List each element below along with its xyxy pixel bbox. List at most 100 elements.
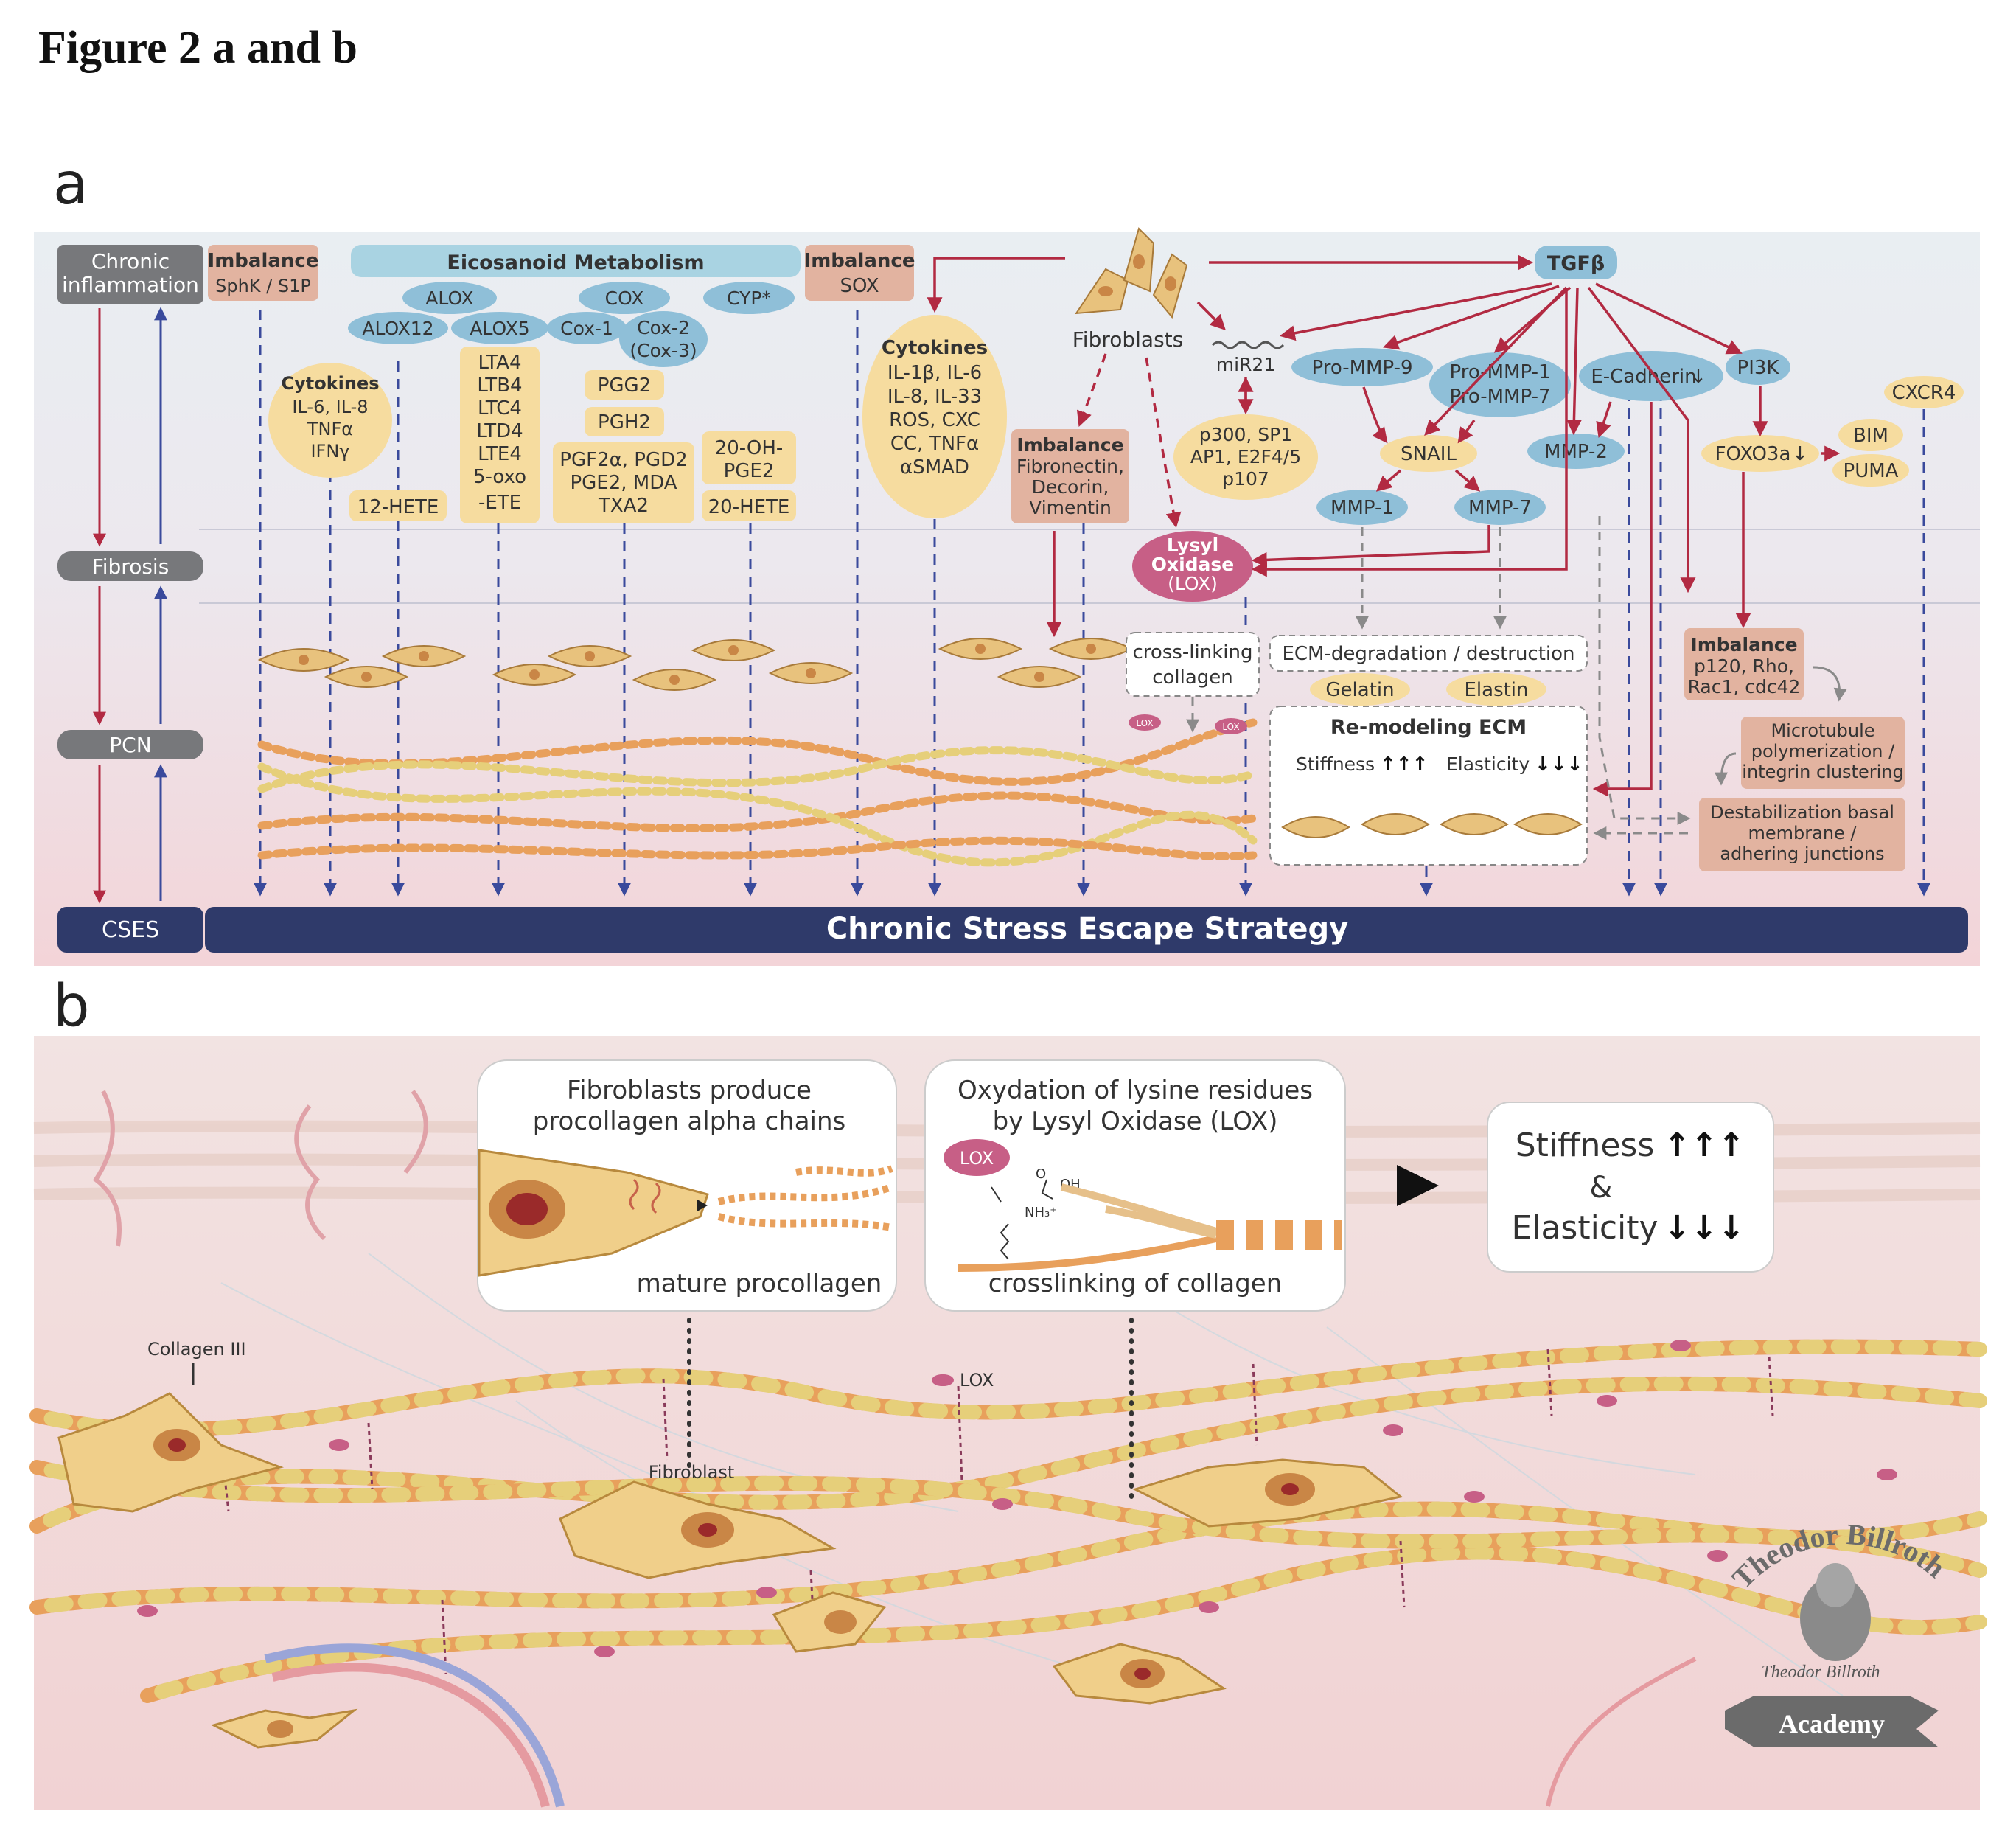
- pro-mmp1-line-2: Pro-MMP-7: [1449, 386, 1550, 408]
- gelatin-label: Gelatin: [1325, 679, 1394, 701]
- pgh2-box: [585, 407, 664, 436]
- snail-node: [1380, 435, 1477, 472]
- crosslinking-line-2: collagen: [1152, 667, 1233, 689]
- pgf-line-2: PGE2, MDA: [570, 472, 677, 494]
- tgfb-label: TGFβ: [1547, 252, 1605, 275]
- imbalance-sox-box: [805, 245, 914, 301]
- level-pcn-label: PCN: [109, 733, 151, 757]
- cses-dashed-arrows: [254, 310, 1930, 897]
- fibrosis-nuclei: [299, 644, 1096, 685]
- alox5-node: [451, 312, 548, 344]
- pgf-box: [553, 442, 694, 523]
- p300-line-2: AP1, E2F4/5: [1190, 446, 1301, 467]
- alox-label: ALOX: [425, 288, 473, 309]
- panel-b-vessels: [264, 1643, 1697, 1808]
- hete12-label: 12-HETE: [357, 496, 439, 518]
- bim-node: [1838, 419, 1903, 451]
- remodeling-cells: [1281, 813, 1583, 838]
- alox5-product-2: LTB4: [477, 375, 522, 397]
- cytokines-left-line-3: IFNγ: [310, 441, 349, 462]
- pi3k-label: PI3K: [1737, 357, 1780, 379]
- alox5-products-box: [460, 347, 540, 523]
- imbalance-fibronectin-box: [1011, 429, 1129, 523]
- lox-line-2: Oxidase: [1151, 554, 1235, 575]
- pro-mmp1-line-1: Pro-MMP-1: [1449, 361, 1550, 383]
- lox-small-2: [1215, 718, 1247, 734]
- mmp2-label: MMP-2: [1544, 441, 1608, 463]
- imbalance-sphk-body: SphK / S1P: [215, 276, 311, 296]
- pgh2-label: PGH2: [598, 411, 651, 434]
- fibroblast-label: Fibroblast: [649, 1462, 735, 1483]
- level-cses-label: CSES: [102, 917, 159, 943]
- level-chronic-label-2: inflammation: [62, 273, 199, 297]
- level-fibrosis: [57, 551, 203, 581]
- cyp-label: CYP*: [727, 288, 771, 309]
- level-chronic-inflammation: [57, 245, 203, 304]
- lox-legend-dot: [932, 1374, 952, 1386]
- procollagen-title-2: procollagen alpha chains: [533, 1107, 846, 1136]
- panel-b-letter: b: [53, 973, 90, 1040]
- cytokines-right-line-1: IL-1β, IL-6: [887, 362, 982, 384]
- crosslinking-line-1: cross-linking: [1133, 641, 1253, 664]
- ecadherin-down-icon: ↓: [1690, 366, 1706, 388]
- cox-node: [579, 282, 670, 314]
- stiffness-increase-icon: ↑↑↑: [1664, 1127, 1745, 1164]
- oh-pge2-box: [702, 431, 796, 484]
- imbalance-sphk-title: Imbalance: [208, 250, 319, 272]
- cox1-node: [547, 312, 627, 344]
- alox5-product-5: LTE4: [478, 443, 522, 465]
- ampersand-label: &: [1589, 1171, 1612, 1205]
- imbalance-fibronectin-line-3: Vimentin: [1029, 497, 1112, 518]
- lox-oxidation-box: [924, 1059, 1346, 1312]
- lox-oxidation-title-2: by Lysyl Oxidase (LOX): [993, 1107, 1278, 1136]
- cytokines-right-node: [862, 315, 1007, 518]
- lox-small-1: [1129, 714, 1161, 731]
- microtubule-line-3: integrin clustering: [1742, 762, 1903, 782]
- cytokines-right-line-4: CC, TNFα: [890, 433, 979, 455]
- pgg2-box: [585, 370, 664, 400]
- cox2-label-1: Cox-2: [637, 317, 690, 338]
- elasticity-label: Elasticity: [1511, 1209, 1658, 1247]
- procollagen-caption: mature procollagen: [637, 1269, 882, 1298]
- imbalance-fibronectin-title: Imbalance: [1016, 434, 1123, 456]
- cyp-node: [703, 282, 795, 314]
- alox12-label: ALOX12: [362, 318, 433, 339]
- imbalance-fibronectin-line-2: Decorin,: [1032, 476, 1109, 498]
- panel-b-collagen-fibers: [29, 1339, 1987, 1703]
- imbalance-sox-body: SOX: [840, 275, 879, 297]
- microtubule-box: [1741, 717, 1905, 789]
- elastin-node: [1446, 673, 1546, 706]
- logo-academy: Academy: [1779, 1709, 1885, 1739]
- p300-node: [1173, 414, 1318, 500]
- remodeling-elasticity-label: Elasticity: [1446, 754, 1530, 775]
- crosslinking-illustration: [958, 1183, 1342, 1272]
- mmp7-node: [1454, 490, 1546, 525]
- foxo3a-node: [1701, 435, 1819, 472]
- puma-node: [1832, 454, 1909, 487]
- tgfb-node: [1535, 246, 1617, 279]
- eicosanoid-bar: [351, 245, 801, 277]
- alox5-product-7: -ETE: [478, 492, 521, 514]
- alox5-product-3: LTC4: [478, 397, 522, 420]
- pro-mmp1-node: [1429, 352, 1571, 417]
- cox2-node: [619, 311, 708, 367]
- level-fibrosis-label: Fibrosis: [92, 554, 170, 579]
- mmp1-label: MMP-1: [1330, 497, 1394, 519]
- cytokines-left-node: [268, 363, 392, 478]
- panel-a-red-dashed-arrows: [1076, 353, 1182, 529]
- alox5-product-1: LTA4: [478, 352, 521, 374]
- mir21-strand: [1211, 341, 1285, 349]
- cxcr4-node: [1884, 376, 1964, 408]
- alox12-node: [348, 312, 448, 344]
- lox-line-3: (LOX): [1168, 573, 1218, 594]
- imbalance-fibronectin-line-1: Fibronectin,: [1016, 456, 1124, 477]
- play-arrow-icon: [1397, 1165, 1439, 1206]
- logo-signature: Theodor Billroth: [1761, 1663, 1880, 1682]
- imbalance-p120-line-1: p120, Rho,: [1694, 655, 1794, 677]
- left-level-arrows: [93, 307, 167, 904]
- oh-pge2-line-1: 20-OH-: [715, 437, 784, 459]
- remodeling-ecm-title: Re-modeling ECM: [1330, 716, 1527, 739]
- fibroblasts-label: Fibroblasts: [1072, 327, 1184, 352]
- hete12-box: [349, 490, 447, 521]
- pgf-line-3: TXA2: [598, 495, 649, 517]
